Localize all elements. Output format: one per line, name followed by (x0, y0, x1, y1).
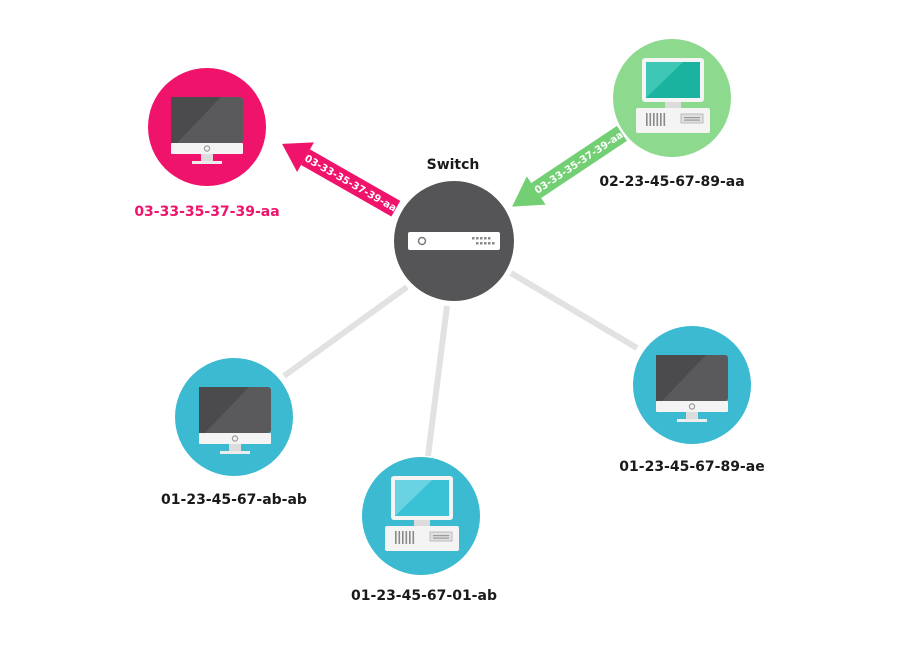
node-top-right-mac: 02-23-45-67-89-aa (599, 174, 744, 190)
node-top-left: 03-33-35-37-39-aa (134, 68, 280, 220)
link-left (282, 284, 409, 379)
node-right-mac: 01-23-45-67-89-ae (619, 459, 764, 475)
switch-node: Switch (394, 157, 514, 301)
link-right (509, 270, 639, 351)
node-bottom: 01-23-45-67-01-ab (351, 457, 497, 604)
switch-label: Switch (427, 157, 480, 173)
links (282, 270, 639, 457)
arrow-outgoing-label: 03-33-35-37-39-aa (302, 153, 398, 214)
node-bottom-mac: 01-23-45-67-01-ab (351, 588, 497, 604)
arrow-outgoing: 03-33-35-37-39-aa (282, 142, 401, 217)
node-left-mac: 01-23-45-67-ab-ab (161, 492, 307, 508)
desktop-tower-icon (384, 475, 460, 552)
switch-device-icon (408, 232, 500, 250)
node-left: 01-23-45-67-ab-ab (161, 358, 307, 508)
desktop-tower-icon (635, 57, 711, 134)
arrow-outgoing-shaft (301, 149, 401, 217)
node-top-left-mac: 03-33-35-37-39-aa (134, 204, 279, 220)
node-right: 01-23-45-67-89-ae (619, 326, 765, 475)
arrow-incoming: 03-33-35-37-39-aa (512, 125, 627, 207)
arrow-outgoing-head (282, 142, 314, 172)
node-top-right: 02-23-45-67-89-aa (599, 39, 745, 190)
arrow-incoming-head (512, 176, 546, 207)
imac-icon (655, 354, 729, 423)
imac-icon (170, 96, 244, 165)
link-bottom (425, 305, 450, 457)
imac-icon (198, 386, 272, 455)
arrow-incoming-shaft (531, 125, 627, 199)
